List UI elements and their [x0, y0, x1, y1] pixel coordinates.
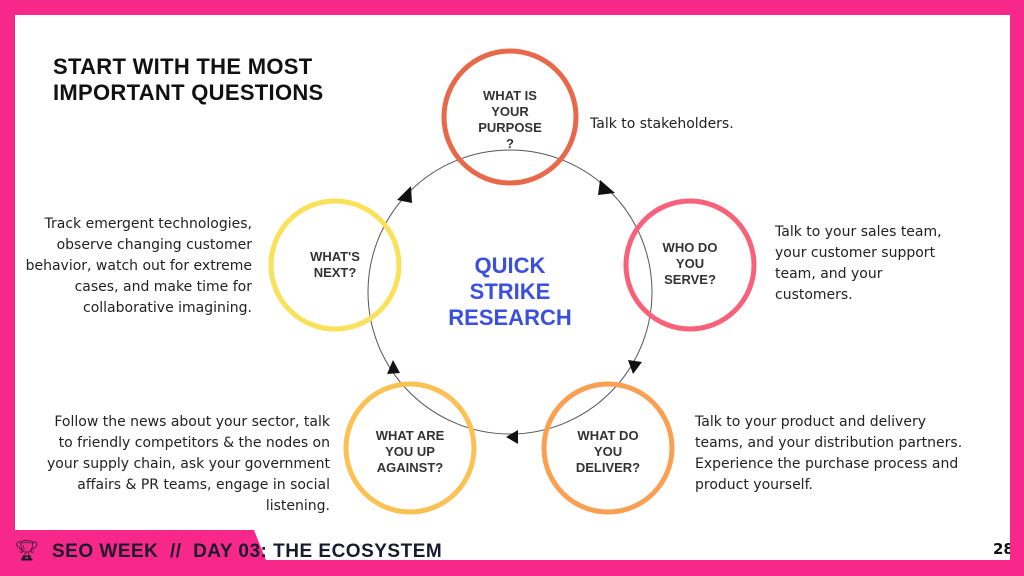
footer-title: SEO WEEK // DAY 03: THE ECOSYSTEM [52, 541, 443, 562]
desc-against: Follow the news about your sector, talk … [46, 414, 330, 514]
arrow-icon [628, 360, 642, 374]
desc-deliver: Talk to your product and delivery teams,… [695, 414, 963, 493]
trophy-icon: 🏆︎ [14, 538, 40, 562]
desc-next: Track emergent technologies, observe cha… [25, 216, 252, 316]
desc-purpose: Talk to stakeholders. [590, 116, 734, 132]
node-circle-purpose [441, 48, 579, 186]
slide-card-bottom [250, 520, 1010, 560]
arrow-icon [598, 180, 615, 195]
desc-serve: Talk to your sales team, your customer s… [775, 224, 942, 303]
node-circle-deliver [541, 381, 675, 515]
slide-card [15, 15, 1010, 530]
arrow-icon [387, 360, 400, 374]
node-circle-serve [623, 198, 757, 332]
node-circle-against [343, 381, 477, 515]
page-number: 28 [993, 540, 1010, 558]
node-circle-next [268, 198, 402, 332]
cycle-ring [367, 149, 653, 435]
arrow-icon [506, 430, 518, 444]
arrow-icon [397, 186, 412, 203]
